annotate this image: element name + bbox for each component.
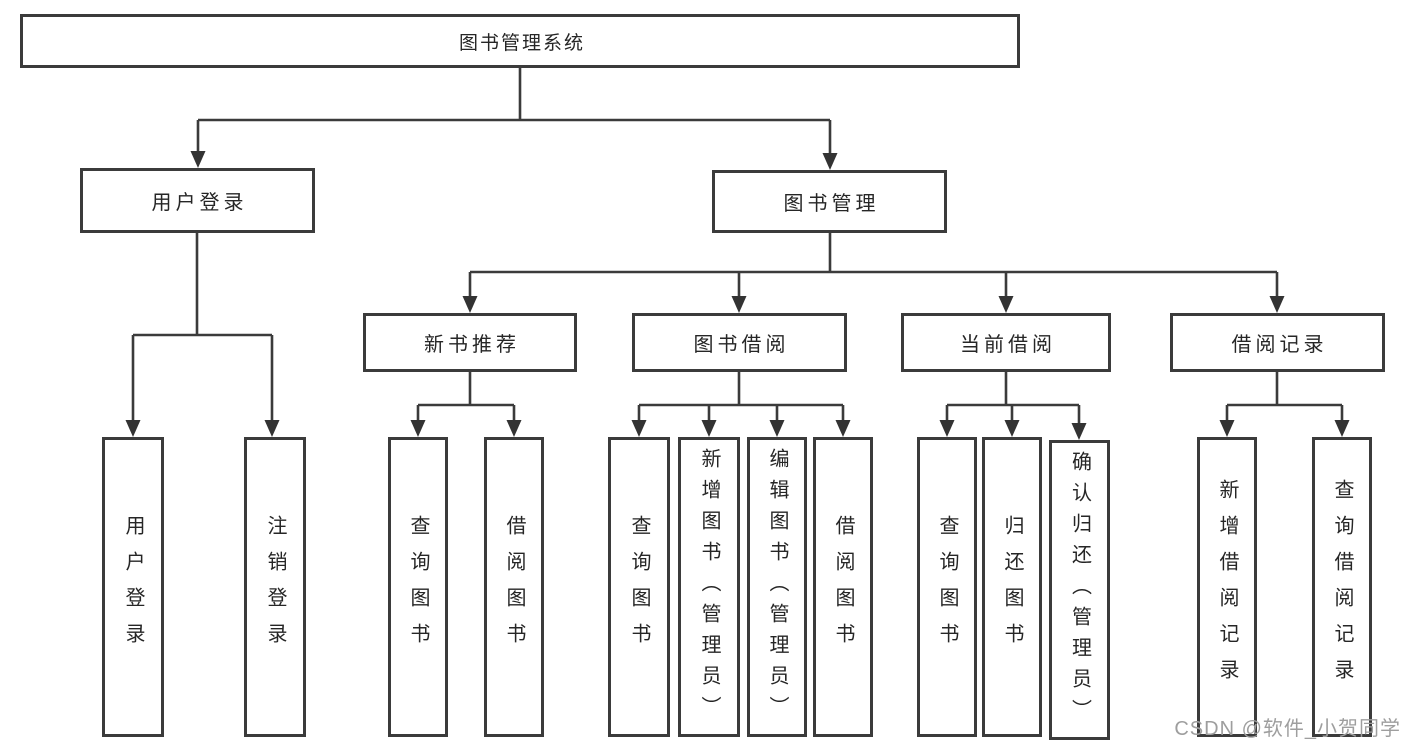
- node-label: 注销登录: [264, 515, 286, 659]
- node-current-return: 归还图书: [982, 437, 1042, 737]
- node-borrow-search: 查询图书: [608, 437, 670, 737]
- node-label: 图书管理: [783, 193, 880, 215]
- node-current-search: 查询图书: [917, 437, 977, 737]
- node-label: 借阅记录: [1231, 334, 1328, 356]
- node-book-management-branch: 图书管理: [712, 170, 947, 233]
- node-label: 归还图书: [1001, 515, 1023, 659]
- node-label: 借阅图书: [503, 515, 525, 659]
- node-label: 图书借阅: [693, 334, 790, 356]
- node-current-confirm-return: 确认归还（管理员）: [1049, 440, 1110, 740]
- node-label: 新增借阅记录: [1216, 479, 1238, 695]
- watermark: CSDN @软件_小贺同学: [1174, 718, 1401, 740]
- node-current-borrow: 当前借阅: [901, 313, 1111, 372]
- node-label: 图书管理系统: [458, 32, 585, 54]
- node-record-add: 新增借阅记录: [1197, 437, 1257, 737]
- node-newbook-borrow: 借阅图书: [484, 437, 544, 737]
- node-borrow-book: 借阅图书: [813, 437, 873, 737]
- node-user-login-branch: 用户登录: [80, 168, 315, 233]
- node-label: 用户登录: [122, 515, 144, 659]
- node-book-borrow: 图书借阅: [632, 313, 847, 372]
- node-label: 编辑图书（管理员）: [766, 447, 788, 727]
- node-borrow-records: 借阅记录: [1170, 313, 1385, 372]
- node-new-book-recommend: 新书推荐: [363, 313, 577, 372]
- node-label: 新增图书（管理员）: [698, 447, 720, 727]
- node-borrow-add-book: 新增图书（管理员）: [678, 437, 740, 737]
- node-label: 查询图书: [628, 515, 650, 659]
- node-label: 当前借阅: [960, 334, 1056, 356]
- node-label: 查询图书: [407, 515, 429, 659]
- node-label: 查询图书: [936, 515, 958, 659]
- node-label: 用户登录: [151, 192, 248, 214]
- node-record-search: 查询借阅记录: [1312, 437, 1372, 737]
- node-logout: 注销登录: [244, 437, 306, 737]
- node-newbook-search: 查询图书: [388, 437, 448, 737]
- node-label: 借阅图书: [832, 515, 854, 659]
- node-label: 查询借阅记录: [1331, 479, 1353, 695]
- node-root: 图书管理系统: [20, 14, 1020, 68]
- node-borrow-edit-book: 编辑图书（管理员）: [747, 437, 807, 737]
- node-user-login: 用户登录: [102, 437, 164, 737]
- node-label: 确认归还（管理员）: [1068, 450, 1091, 730]
- node-label: 新书推荐: [424, 334, 520, 356]
